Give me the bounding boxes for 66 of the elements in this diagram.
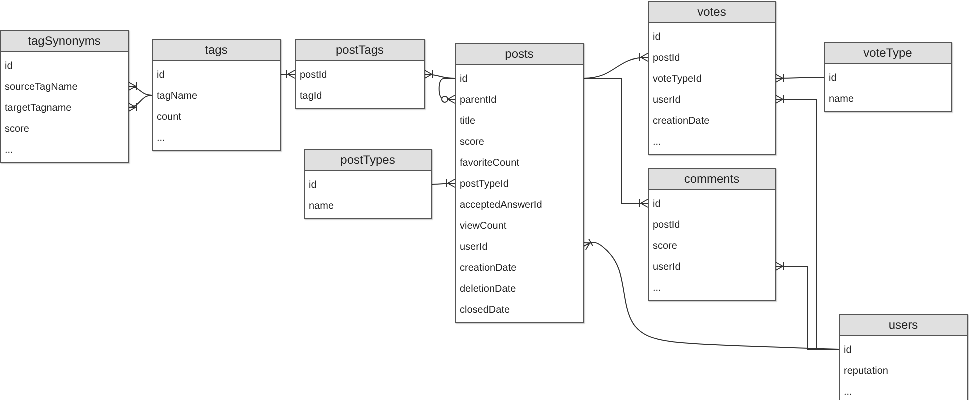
table-header: postTypes (305, 150, 431, 171)
field-name: userId (652, 94, 682, 108)
table-header: users (840, 315, 967, 336)
relationship-line (432, 179, 456, 188)
field-name: score (4, 123, 30, 137)
field-name: creationDate (652, 115, 711, 129)
field-name: score (459, 136, 486, 150)
entity-table (824, 42, 952, 112)
field-name: ... (156, 132, 166, 146)
field-name: name (828, 93, 856, 107)
field-name: viewCount (459, 220, 508, 234)
field-name: creationDate (459, 262, 518, 276)
field-name: name (308, 200, 336, 214)
entity-table (304, 149, 432, 219)
field-name: acceptedAnswerId (459, 199, 544, 213)
field-name: id (652, 198, 662, 212)
field-name: targetTagname (4, 102, 73, 116)
field-name: id (156, 69, 166, 83)
field-name: id (828, 72, 838, 86)
table-header: voteType (825, 43, 951, 64)
field-name: parentId (459, 94, 498, 108)
entity-table (152, 39, 281, 151)
entity-table (455, 43, 584, 323)
field-name: postId (652, 52, 682, 66)
field-name: closedDate (459, 304, 512, 318)
field-name: tagId (299, 90, 324, 104)
field-name: id (459, 73, 469, 87)
relationship-line (280, 70, 296, 79)
field-name: postId (652, 219, 682, 233)
field-name: ... (843, 386, 854, 400)
field-name: id (652, 31, 662, 45)
table-header: comments (649, 169, 775, 190)
relationship-line (775, 74, 824, 83)
field-name: postId (299, 69, 328, 83)
relationship-line (128, 95, 152, 112)
relationship-line (584, 78, 648, 208)
table-header: postTags (296, 40, 424, 61)
field-name: count (156, 111, 182, 125)
field-name: ... (652, 282, 662, 296)
entity-table (648, 1, 776, 155)
field-name: ... (652, 136, 662, 150)
field-name: reputation (843, 365, 890, 379)
field-name: sourceTagName (4, 81, 79, 95)
field-name: id (843, 344, 853, 358)
entity-table (839, 314, 968, 400)
table-header: posts (456, 44, 583, 65)
relationship-line (438, 78, 456, 104)
table-header: votes (649, 2, 775, 23)
field-name: deletionDate (459, 283, 518, 297)
field-name: favoriteCount (459, 157, 520, 171)
field-name: score (652, 240, 678, 254)
field-name: postTypeId (459, 178, 510, 192)
table-header: tags (153, 40, 280, 61)
field-name: ... (4, 144, 14, 158)
relationship-line (128, 82, 152, 96)
field-name: userId (459, 241, 489, 255)
field-name: id (308, 179, 318, 193)
field-name: tagName (156, 90, 199, 104)
entity-table (295, 39, 425, 109)
entity-table (0, 30, 129, 163)
field-name: userId (652, 261, 682, 275)
field-name: id (4, 60, 14, 74)
table-header: tagSynonyms (1, 31, 128, 52)
field-name: voteTypeId (652, 73, 703, 87)
entity-table (648, 168, 776, 301)
field-name: title (459, 115, 477, 129)
